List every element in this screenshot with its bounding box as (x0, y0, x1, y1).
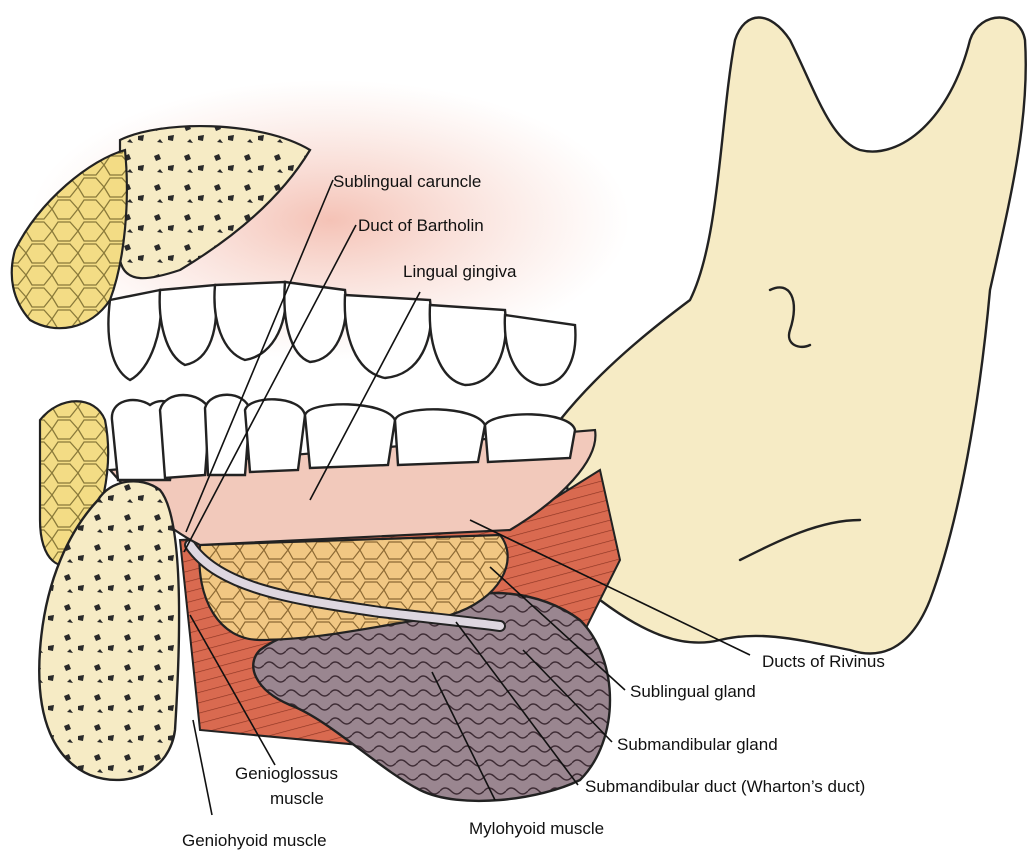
label-ducts-of-rivinus: Ducts of Rivinus (762, 652, 885, 671)
label-genioglossus-line1: Genioglossus (235, 764, 338, 783)
leader-geniohyoid-muscle (193, 720, 212, 815)
label-lingual-gingiva: Lingual gingiva (403, 262, 517, 281)
label-geniohyoid-muscle: Geniohyoid muscle (182, 831, 327, 850)
mandible-bone (560, 18, 1026, 654)
label-submandibular-gland: Submandibular gland (617, 735, 778, 754)
label-sublingual-gland: Sublingual gland (630, 682, 756, 701)
label-mylohyoid-muscle: Mylohyoid muscle (469, 819, 604, 838)
label-duct-of-bartholin: Duct of Bartholin (358, 216, 484, 235)
label-sublingual-caruncle: Sublingual caruncle (333, 172, 481, 191)
label-genioglossus-line2: muscle (270, 789, 324, 808)
label-submandibular-duct: Submandibular duct (Wharton’s duct) (585, 777, 865, 796)
